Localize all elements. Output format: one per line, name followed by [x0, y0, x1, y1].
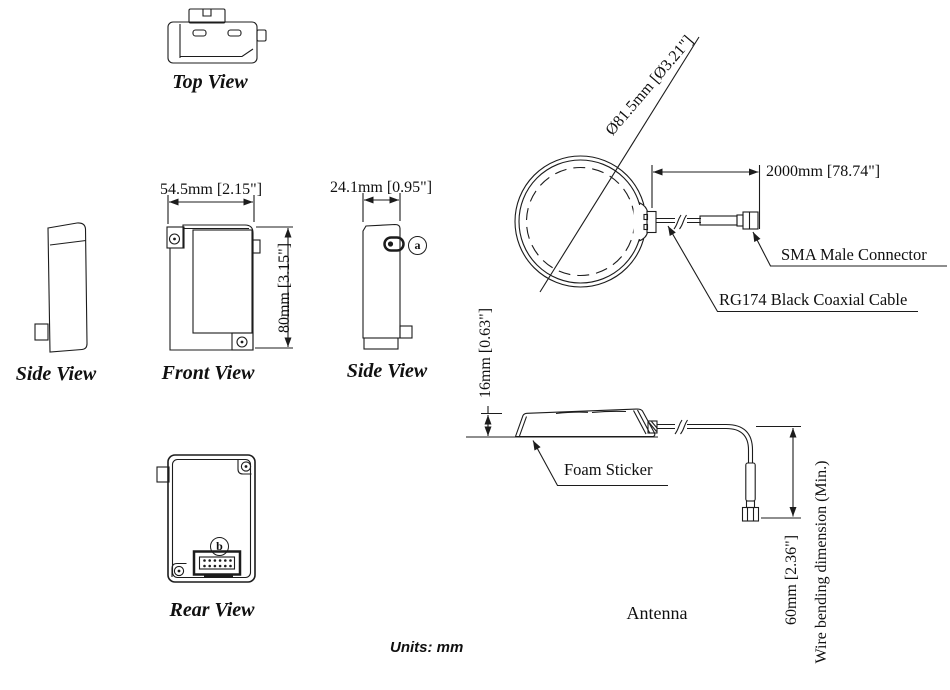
diameter-leader-line: [539, 36, 700, 293]
front-view-drawing: [166, 195, 293, 351]
side-depth-dimension: [362, 193, 401, 222]
front-width-dimension: [167, 195, 255, 224]
foam-sticker-label: Foam Sticker: [564, 460, 653, 479]
callout-b: b: [210, 537, 229, 556]
cable-length-dim-text: 2000mm [78.74"]: [766, 163, 881, 180]
cable-fitting-side: [647, 420, 658, 434]
rear-view-drawing: [156, 454, 256, 583]
top-view-label: Top View: [172, 71, 248, 93]
bend-dimension: [756, 425, 801, 519]
bend-note-text: Wire bending dimension (Min.): [813, 460, 830, 664]
keyhole-slot: [383, 236, 405, 252]
antenna-disc-drawing: [514, 36, 947, 313]
cable-length-dimension: [651, 165, 761, 229]
front-view-label: Front View: [161, 362, 255, 384]
sma-connector-label: SMA Male Connector: [781, 245, 927, 264]
rg174-cable-label: RG174 Black Coaxial Cable: [719, 290, 908, 309]
top-view-drawing: [167, 8, 267, 64]
side-depth-dim-text: 24.1mm [0.95"]: [329, 179, 433, 196]
side-view-right-drawing: [362, 193, 413, 350]
foam-leader: [532, 440, 668, 487]
side-view-left-drawing: [34, 222, 88, 353]
front-width-dim-text: 54.5mm [2.15"]: [159, 181, 263, 198]
sma-leader: [752, 231, 947, 267]
units-note: Units: mm: [390, 639, 464, 656]
rg174-leader: [667, 225, 918, 313]
bend-length-dim-text: 60mm [2.36"]: [783, 534, 800, 626]
antenna-height-dim-text: 16mm [0.63"]: [477, 307, 494, 399]
pin-connector: [192, 550, 242, 579]
front-height-dimension: [255, 226, 293, 349]
front-height-dim-text: 80mm [3.15"]: [276, 242, 293, 334]
antenna-title: Antenna: [626, 603, 688, 623]
coax-cable-side: [657, 419, 756, 502]
callout-a: a: [408, 236, 427, 255]
antenna-height-dimension: [481, 406, 502, 436]
sma-connector-side: [741, 500, 760, 522]
side-view-left-label: Side View: [15, 363, 97, 385]
side-view-right-label: Side View: [346, 360, 428, 382]
sma-connector-top: [736, 211, 759, 230]
antenna-side-drawing: [466, 406, 801, 522]
rear-view-label: Rear View: [169, 599, 255, 621]
